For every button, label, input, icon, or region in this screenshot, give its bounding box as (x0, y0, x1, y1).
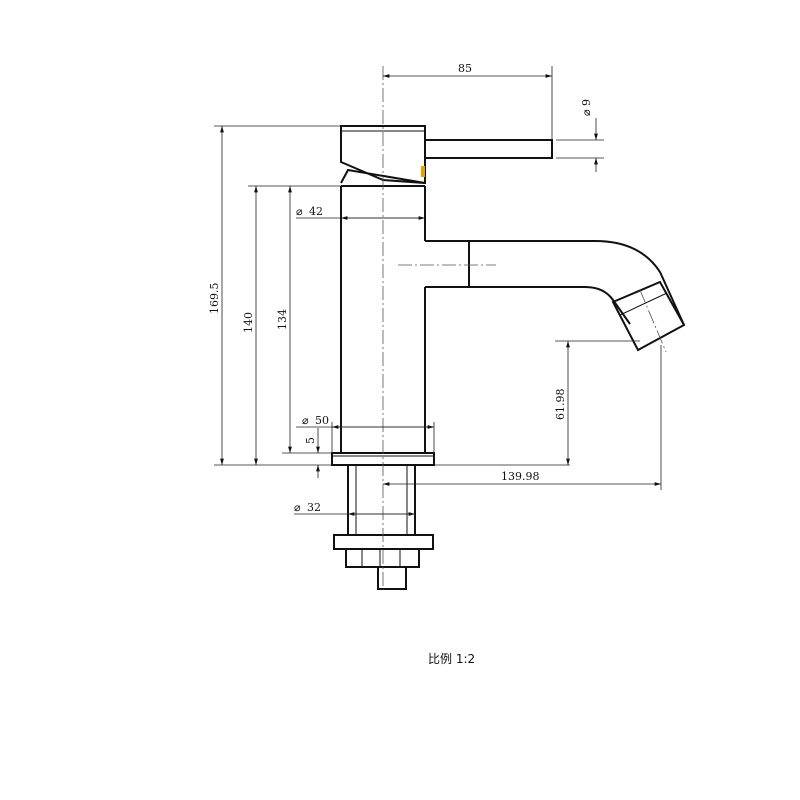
faucet-shank (347, 464, 416, 536)
dim-label-61-98: 61.98 (554, 389, 567, 421)
dim-label-169-5: 169.5 (208, 283, 221, 315)
scale-label: 比例 1:2 (428, 652, 475, 666)
dim-label-139-98: 139.98 (501, 470, 540, 483)
accent-mark (421, 166, 425, 177)
dim-label-140: 140 (242, 312, 255, 333)
dim-dia-symbol-50: ⌀ (302, 414, 309, 427)
dimension-labels: 85 ⌀ 9 169.5 140 134 ⌀ 42 ⌀ 50 5 61.98 1… (208, 62, 593, 514)
dim-label-42: 42 (309, 205, 323, 218)
dim-label-32: 32 (307, 501, 321, 514)
handle-cap (340, 125, 426, 185)
dim-dia-symbol-9: ⌀ (580, 109, 593, 116)
aerator (611, 280, 686, 352)
mounting-nut (333, 534, 434, 550)
dim-dia-symbol-32: ⌀ (294, 501, 301, 514)
faucet-body (340, 185, 426, 453)
dim-label-9: 9 (580, 99, 593, 106)
dim-label-85: 85 (458, 62, 472, 75)
dim-label-134: 134 (276, 309, 289, 330)
lever-handle (424, 139, 553, 159)
dim-label-5: 5 (304, 437, 317, 444)
faucet-spout (425, 240, 685, 326)
dim-dia-symbol-42: ⌀ (296, 205, 303, 218)
inlet-pipe (377, 566, 407, 590)
dim-label-50: 50 (315, 414, 329, 427)
center-lines (382, 66, 667, 590)
faucet-outline (331, 125, 686, 590)
dimension-lines (214, 66, 662, 516)
